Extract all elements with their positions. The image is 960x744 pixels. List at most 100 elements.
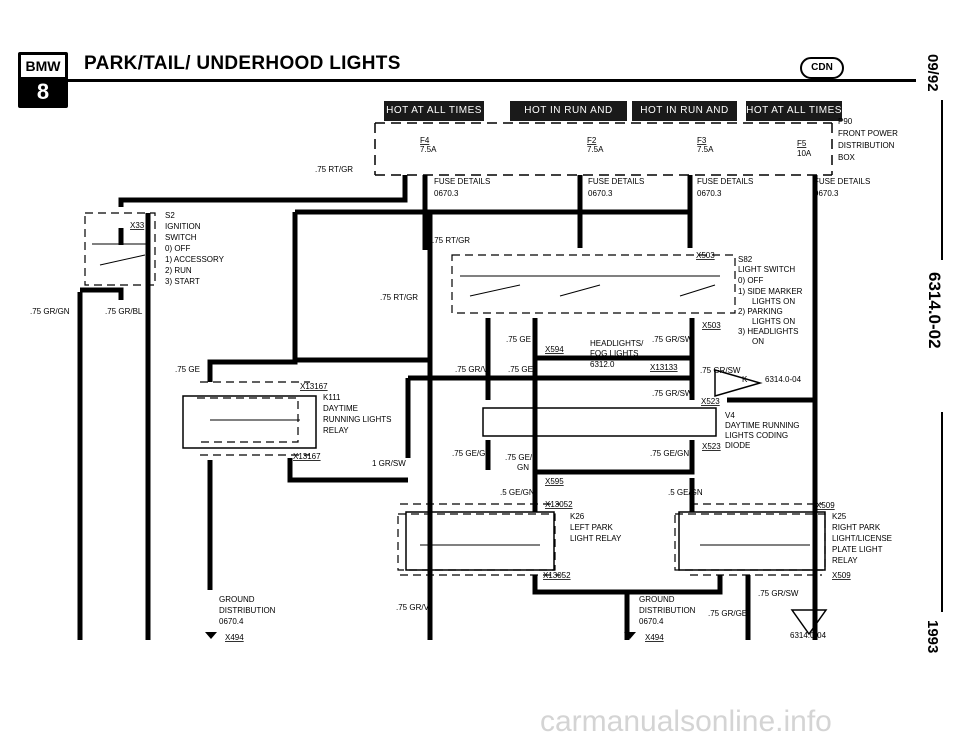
light-switch-label: S82 — [738, 255, 753, 264]
wire-gr-bl: .75 GR/BL — [105, 307, 143, 316]
side-page-number: 6314.0-02 — [925, 272, 944, 349]
svg-text:FOG LIGHTS: FOG LIGHTS — [590, 349, 638, 358]
svg-text:.75 GE/: .75 GE/ — [505, 453, 533, 462]
svg-text:3) HEADLIGHTS: 3) HEADLIGHTS — [738, 327, 798, 336]
svg-text:GROUND: GROUND — [639, 595, 675, 604]
diagram-labels: F4 7.5A F2 7.5A F3 7.5A F5 10A P90 FRONT… — [30, 117, 898, 642]
svg-text:.75 GE: .75 GE — [506, 335, 531, 344]
svg-text:.75 GE/GN: .75 GE/GN — [650, 449, 689, 458]
connector-x33: X33 — [130, 221, 145, 230]
svg-text:0) OFF: 0) OFF — [738, 276, 763, 285]
fuse-box-outline — [374, 122, 833, 176]
svg-text:LEFT PARK: LEFT PARK — [570, 523, 613, 532]
connector-x509: X509 — [816, 501, 835, 510]
bmw-logo: BMW 8 — [18, 52, 68, 108]
svg-text:RELAY: RELAY — [323, 426, 349, 435]
connector-x13167: X13167 — [300, 382, 328, 391]
connector-x494: X494 — [225, 633, 244, 642]
svg-text:SWITCH: SWITCH — [165, 233, 197, 242]
svg-text:0670.4: 0670.4 — [219, 617, 244, 626]
svg-text:DIODE: DIODE — [725, 441, 750, 450]
svg-text:DISTRIBUTION: DISTRIBUTION — [838, 141, 895, 150]
ref-page: 6314.0-04 — [765, 375, 802, 384]
side-rule-bottom — [941, 412, 943, 612]
watermark: carmanualsonline.info — [540, 705, 832, 738]
svg-text:.75 GR/VI: .75 GR/VI — [455, 365, 490, 374]
wire-rt-gr: .75 RT/GR — [315, 165, 353, 174]
svg-text:.75 GR/GE: .75 GR/GE — [708, 609, 747, 618]
svg-text:0670.4: 0670.4 — [639, 617, 664, 626]
svg-text:PLATE LIGHT: PLATE LIGHT — [832, 545, 883, 554]
svg-text:1) SIDE MARKER: 1) SIDE MARKER — [738, 287, 803, 296]
fuse-box-label: P90 — [838, 117, 853, 126]
svg-text:FUSE DETAILS: FUSE DETAILS — [588, 177, 644, 186]
svg-text:0670.3: 0670.3 — [434, 189, 459, 198]
svg-text:GN: GN — [517, 463, 529, 472]
fuse-f2-id: F2 — [587, 136, 597, 145]
svg-text:.75 GR/SW: .75 GR/SW — [652, 335, 693, 344]
svg-text:2) PARKING: 2) PARKING — [738, 307, 783, 316]
hot-label-f4: HOT AT ALL TIMES — [384, 101, 484, 121]
hot-label-f3: HOT IN RUN AND START — [632, 101, 737, 136]
drl-relay-label: K111 — [323, 393, 341, 402]
fuse-f3-id: F3 — [697, 136, 707, 145]
svg-text:.75 GE: .75 GE — [508, 365, 533, 374]
svg-text:LIGHT RELAY: LIGHT RELAY — [570, 534, 622, 543]
light-switch-outline — [451, 254, 736, 314]
svg-text:X13167: X13167 — [293, 452, 321, 461]
cdn-badge: CDN — [800, 57, 844, 79]
svg-text:FRONT POWER: FRONT POWER — [838, 129, 898, 138]
connector-x523: X523 — [701, 397, 720, 406]
svg-text:6314.0-04: 6314.0-04 — [790, 631, 827, 640]
svg-text:.5 GE/GN: .5 GE/GN — [668, 488, 703, 497]
svg-text:.75 GR/SW: .75 GR/SW — [758, 589, 799, 598]
svg-text:LIGHT SWITCH: LIGHT SWITCH — [738, 265, 795, 274]
fuse-f4-rating: 7.5A — [420, 145, 437, 154]
ground-label: GROUND — [219, 595, 255, 604]
svg-text:LIGHT/LICENSE: LIGHT/LICENSE — [832, 534, 892, 543]
fuse-f5-id: F5 — [797, 139, 807, 148]
svg-text:RELAY: RELAY — [832, 556, 858, 565]
svg-text:IGNITION: IGNITION — [165, 222, 201, 231]
wire-gr-gn: .75 GR/GN — [30, 307, 70, 316]
svg-text:RUNNING LIGHTS: RUNNING LIGHTS — [323, 415, 391, 424]
svg-text:DISTRIBUTION: DISTRIBUTION — [639, 606, 696, 615]
svg-text:.75 GE/GN: .75 GE/GN — [452, 449, 491, 458]
connector-x594: X594 — [545, 345, 564, 354]
fuse-f4-id: F4 — [420, 136, 430, 145]
svg-text:1 GR/SW: 1 GR/SW — [372, 459, 406, 468]
svg-text:2) RUN: 2) RUN — [165, 266, 192, 275]
side-date: 09/92 — [924, 54, 941, 92]
logo-text: BMW — [21, 55, 65, 77]
svg-text:1) ACCESSORY: 1) ACCESSORY — [165, 255, 225, 264]
ignition-switch-label: S2 — [165, 211, 175, 220]
svg-text:DAYTIME RUNNING: DAYTIME RUNNING — [725, 421, 800, 430]
hot-label-f2: HOT IN RUN AND START — [510, 101, 627, 136]
svg-text:0670.3: 0670.3 — [697, 189, 722, 198]
svg-text:FUSE DETAILS: FUSE DETAILS — [814, 177, 870, 186]
svg-text:0670.3: 0670.3 — [588, 189, 613, 198]
fuse-details-ref: FUSE DETAILS — [434, 177, 490, 186]
svg-text:DAYTIME: DAYTIME — [323, 404, 358, 413]
headlights-ref: HEADLIGHTS/ — [590, 339, 644, 348]
logo-series: 8 — [36, 79, 50, 104]
svg-text:X13052: X13052 — [543, 571, 571, 580]
svg-text:BOX: BOX — [838, 153, 856, 162]
ignition-switch-outline — [84, 212, 156, 286]
svg-text:.75 GE: .75 GE — [175, 365, 200, 374]
svg-text:X494: X494 — [645, 633, 664, 642]
svg-text:FUSE DETAILS: FUSE DETAILS — [697, 177, 753, 186]
side-year: 1993 — [924, 620, 941, 654]
svg-text:.75 RT/GR: .75 RT/GR — [380, 293, 418, 302]
svg-text:.75 RT/GR: .75 RT/GR — [432, 236, 470, 245]
title-rule — [66, 79, 916, 82]
svg-text:0670.3: 0670.3 — [814, 189, 839, 198]
svg-text:LIGHTS ON: LIGHTS ON — [752, 317, 795, 326]
page-title: PARK/TAIL/ UNDERHOOD LIGHTS — [84, 53, 401, 74]
fuse-f5-rating: 10A — [797, 149, 812, 158]
right-relay-label: K25 — [832, 512, 847, 521]
svg-text:X503: X503 — [702, 321, 721, 330]
svg-text:.75 GR/SW: .75 GR/SW — [700, 366, 741, 375]
svg-text:LIGHTS ON: LIGHTS ON — [752, 297, 795, 306]
